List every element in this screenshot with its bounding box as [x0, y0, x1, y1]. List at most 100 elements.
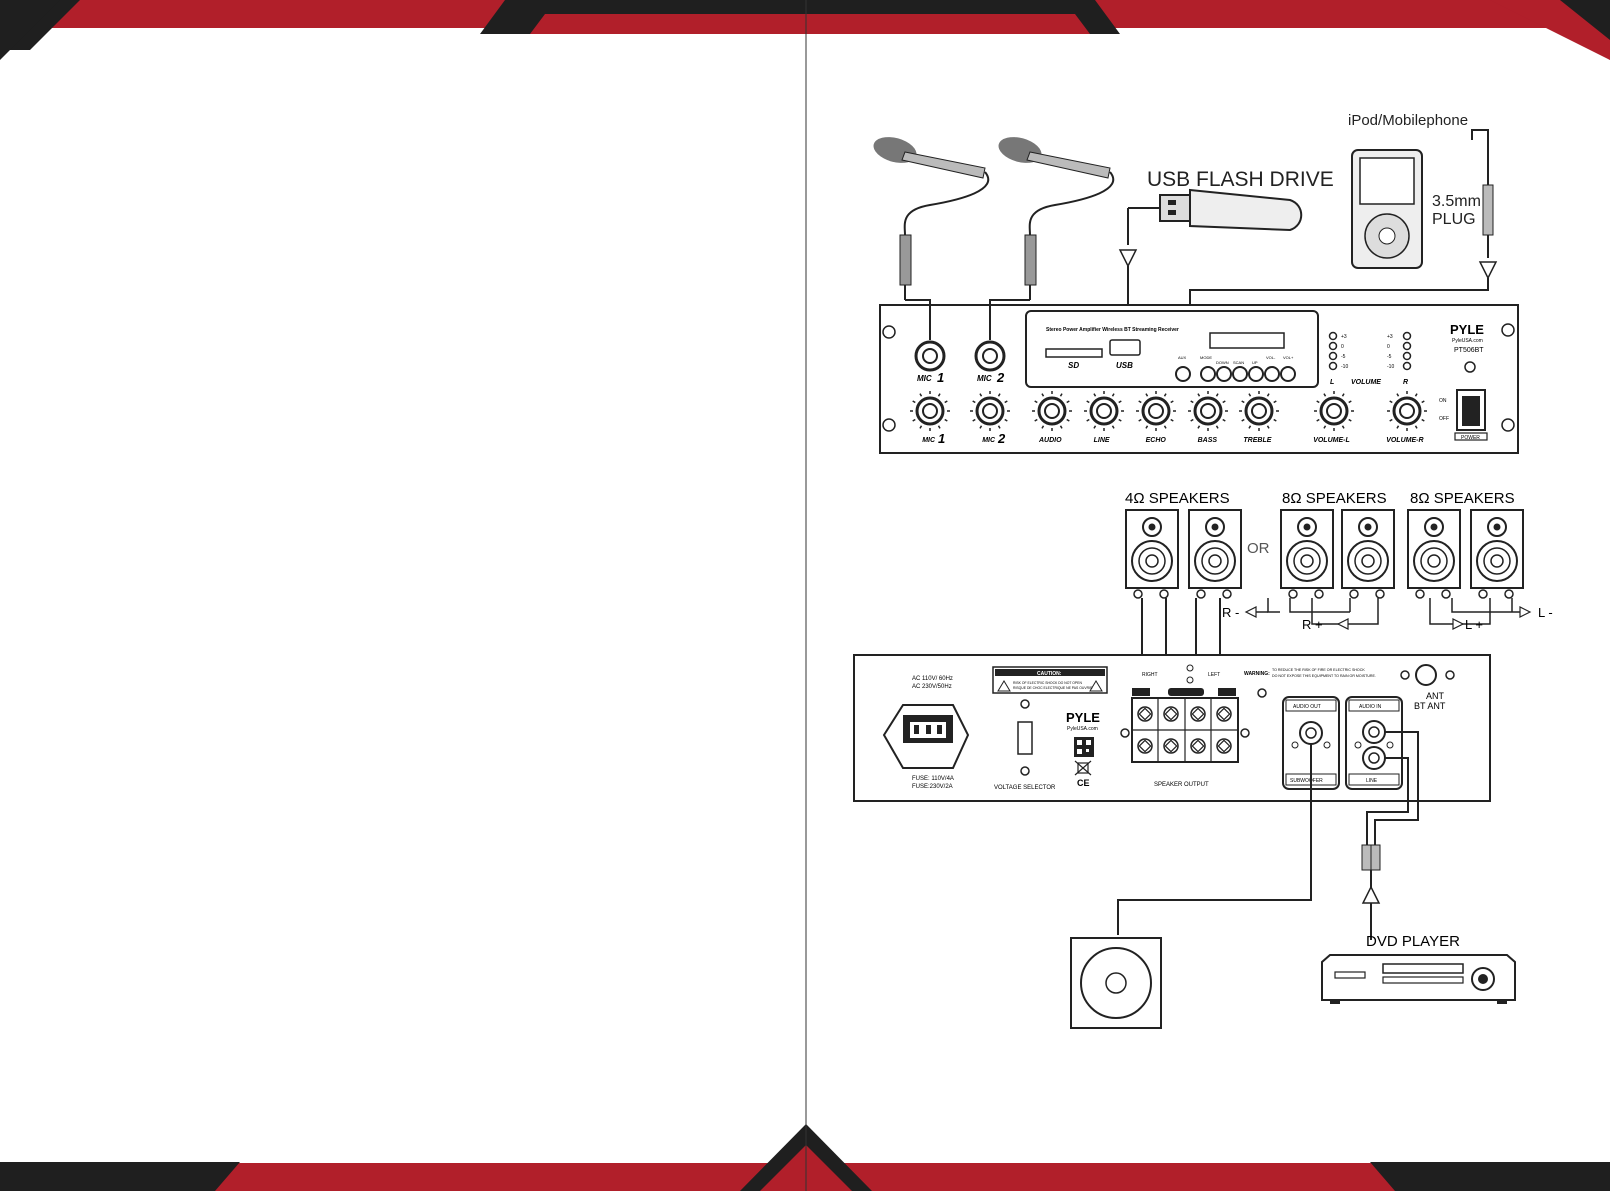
usb-flash-drive: USB FLASH DRIVE: [1118, 168, 1334, 345]
speaker-group3-label: 8Ω SPEAKERS: [1410, 490, 1515, 507]
usb-port-label: USB: [1116, 361, 1133, 370]
meter-left-label: 0: [1341, 344, 1344, 350]
knob-label: VOLUME-L: [1313, 437, 1350, 444]
speaker-cabinet: [1125, 509, 1179, 599]
right-channel-label: RIGHT: [1142, 672, 1158, 678]
dvd-player-label: DVD PLAYER: [1366, 933, 1460, 950]
lcd-screen: [1209, 332, 1285, 349]
ac-line2: AC 230V/50Hz: [912, 684, 952, 690]
mic1-jack-num: 1: [937, 370, 944, 385]
power-switch[interactable]: POWER: [1454, 389, 1488, 441]
bt-ant-label: BT ANT: [1414, 701, 1446, 711]
knob-treble[interactable]: TREBLE: [1239, 391, 1279, 444]
caution-title: CAUTION:: [1037, 671, 1062, 677]
speaker-group2-label: 8Ω SPEAKERS: [1282, 490, 1387, 507]
knob-label: MIC: [922, 437, 936, 444]
rear-panel: AC 110V/ 60Hz AC 230V/50Hz FUSE: 110V/4A…: [853, 654, 1491, 802]
voltage-selector-switch[interactable]: [1017, 721, 1033, 755]
microphone-2: [998, 137, 1114, 300]
usb-port[interactable]: [1109, 339, 1141, 356]
knob-echo[interactable]: ECHO: [1136, 391, 1176, 444]
vol-down-button[interactable]: [1264, 366, 1280, 382]
audio-in-label: AUDIO IN: [1359, 704, 1382, 710]
mic2-jack-label: MIC: [977, 374, 992, 383]
warning-title: WARNING:: [1244, 671, 1270, 677]
l-plus-label: L +: [1465, 617, 1483, 632]
mic2-jack[interactable]: MIC 2: [974, 340, 1006, 385]
vol-up-button[interactable]: [1280, 366, 1296, 382]
rear-brand-logo: PYLE: [1066, 710, 1100, 725]
level-meter-right: +3 0 -5 -10: [1387, 331, 1412, 371]
meter-right-label: 0: [1387, 344, 1390, 350]
meter-left-label: -10: [1341, 364, 1348, 370]
display-window: Stereo Power Amplifier Wireless BT Strea…: [1025, 310, 1319, 388]
knob-volume-r[interactable]: VOLUME-R: [1386, 391, 1427, 444]
caution-line1: RISK OF ELECTRIC SHOCK DO NOT OPEN: [1013, 681, 1082, 685]
warning-line2: DO NOT EXPOSE THIS EQUIPMENT TO RAIN OR …: [1272, 674, 1376, 678]
aux-jack[interactable]: [1175, 366, 1191, 382]
sd-slot[interactable]: [1045, 348, 1103, 358]
knob-label: BASS: [1198, 437, 1218, 444]
speaker-cabinet: [1470, 509, 1524, 599]
speaker-boxes: [1125, 509, 1524, 599]
bt-antenna-connector[interactable]: [1415, 664, 1437, 686]
voltage-selector-label: VOLTAGE SELECTOR: [994, 785, 1056, 791]
ant-label: ANT: [1426, 691, 1445, 701]
front-brand-url: PyleUSA.com: [1452, 338, 1483, 344]
prev-button[interactable]: [1216, 366, 1232, 382]
speaker-output-terminals[interactable]: RIGHT LEFT SPEAKER OUTPUT: [1120, 664, 1250, 788]
knob-label: TREBLE: [1243, 437, 1271, 444]
meter-right-label: +3: [1387, 334, 1393, 340]
line-in-label: LINE: [1366, 778, 1378, 784]
mic1-jack[interactable]: MIC 1: [914, 340, 946, 385]
up-label: UP: [1252, 360, 1258, 365]
speaker-cabinet: [1407, 509, 1461, 599]
audio-in-line[interactable]: AUDIO IN LINE: [1345, 696, 1403, 790]
ac-power-inlet[interactable]: [882, 704, 970, 769]
meter-l-label: L: [1330, 379, 1334, 386]
next-button[interactable]: [1248, 366, 1264, 382]
level-meter-left: +3 0 -5 -10: [1328, 331, 1348, 371]
play-pause-button[interactable]: [1232, 366, 1248, 382]
r-minus-label: R -: [1222, 605, 1239, 620]
vol-minus-label: VOL-: [1266, 355, 1276, 360]
ce-mark: CE: [1077, 778, 1090, 788]
subwoofer-speaker: [1070, 937, 1162, 1029]
mode-button[interactable]: [1200, 366, 1216, 382]
rca-plugs: [1361, 844, 1381, 940]
mode-label: MODE: [1200, 355, 1212, 360]
knob-volume-l[interactable]: VOLUME-L: [1313, 391, 1354, 444]
left-channel-label: LEFT: [1208, 672, 1220, 678]
ac-line1: AC 110V/ 60Hz: [912, 676, 953, 682]
knob-label-num: 2: [997, 431, 1006, 446]
knob-bass[interactable]: BASS: [1188, 391, 1228, 444]
audio-out-label: AUDIO OUT: [1293, 704, 1321, 710]
fuse-line1: FUSE: 110V/4A: [912, 776, 954, 782]
plug-label-2: PLUG: [1432, 211, 1476, 228]
r-plus-label: R +: [1302, 617, 1323, 632]
weee-bin-icon: [1074, 760, 1092, 776]
front-model: PT506BT: [1454, 347, 1484, 354]
bt-indicator: [1464, 361, 1476, 373]
mic1-jack-label: MIC: [917, 374, 932, 383]
down-label: DOWN: [1216, 360, 1229, 365]
knob-audio[interactable]: AUDIO: [1032, 391, 1072, 444]
rear-brand-url: PyleUSA.com: [1067, 726, 1098, 732]
sd-label: SD: [1068, 361, 1079, 370]
plug-label-1: 3.5mm: [1432, 193, 1481, 210]
knob-label: VOLUME-R: [1386, 437, 1423, 444]
meter-left-label: -5: [1341, 354, 1346, 360]
speaker-cabinet: [1280, 509, 1334, 599]
qr-code-icon: [1074, 737, 1094, 757]
top-band: [0, 0, 1610, 60]
knob-label: ECHO: [1146, 437, 1167, 444]
knob-line[interactable]: LINE: [1084, 391, 1124, 444]
meter-volume-label: VOLUME: [1351, 379, 1381, 386]
on-label: ON: [1439, 398, 1447, 404]
meter-right-label: -5: [1387, 354, 1392, 360]
